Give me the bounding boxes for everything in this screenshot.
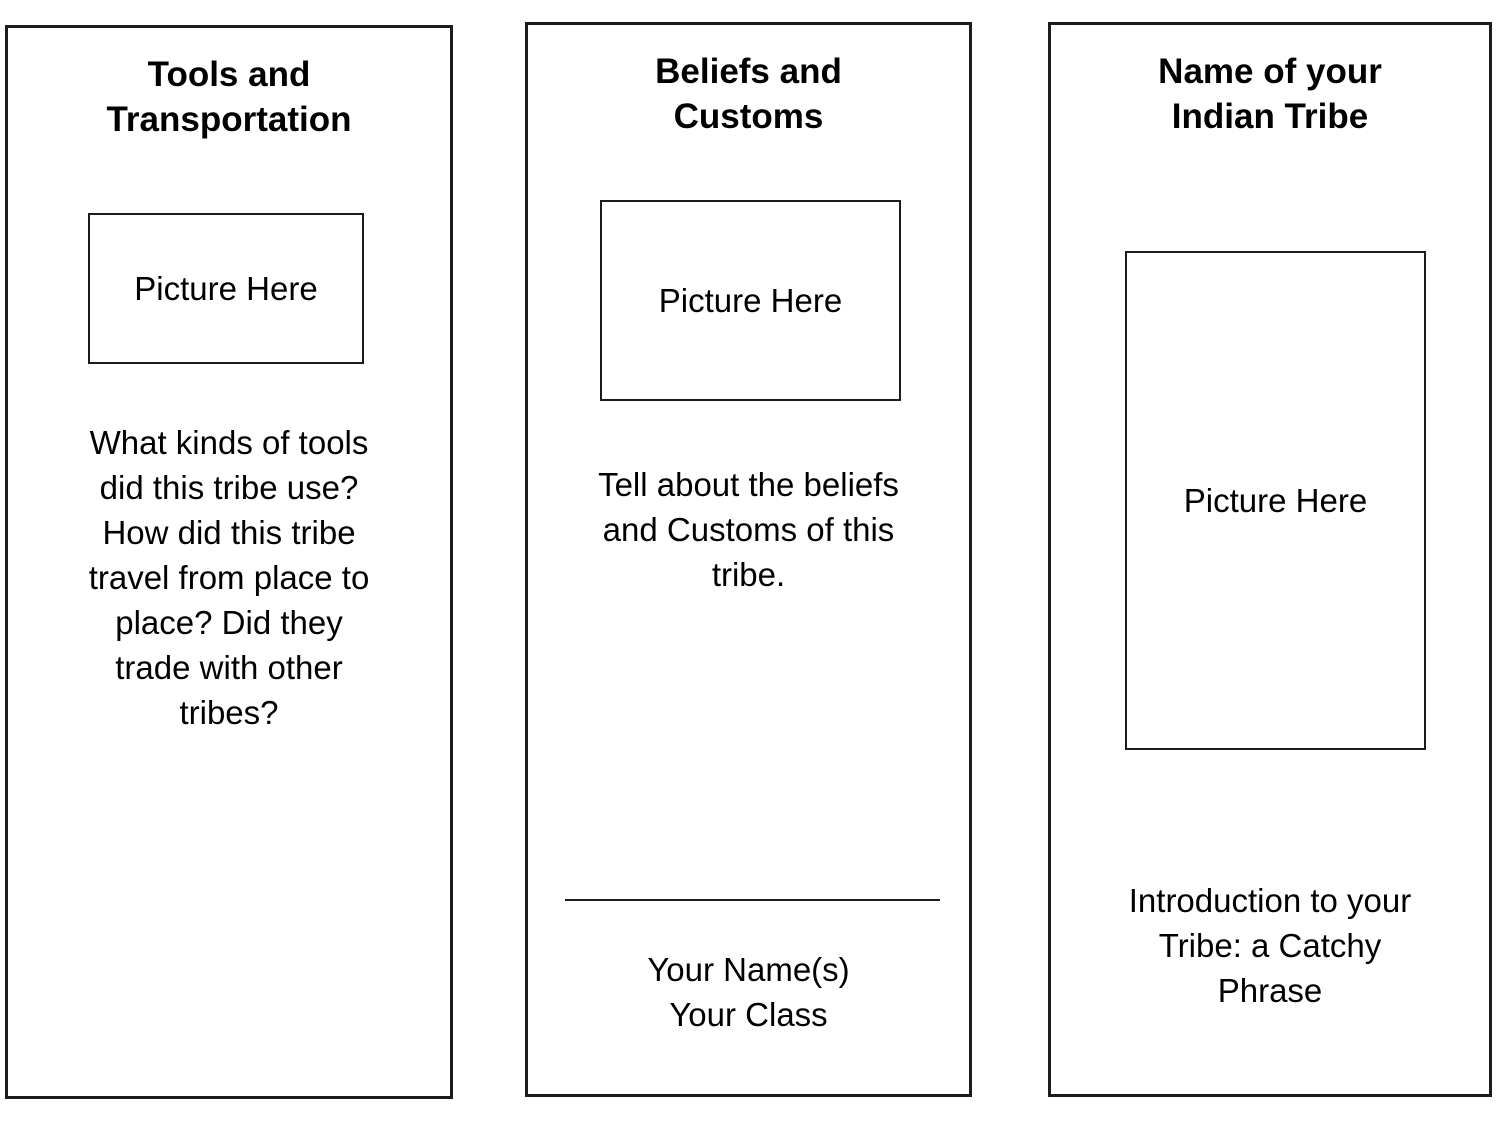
picture-placeholder-label: Picture Here xyxy=(1183,481,1368,519)
panel-beliefs-customs: Beliefs and Customs Picture Here Tell ab… xyxy=(525,22,972,1097)
panel-title-tools-transportation: Tools and Transportation xyxy=(106,55,352,139)
name-class-placeholder: Your Name(s) Your Class xyxy=(647,951,850,1033)
picture-placeholder-label: Picture Here xyxy=(658,281,843,319)
picture-placeholder-label: Picture Here xyxy=(134,269,318,307)
panel-title-tribe-name: Name of your Indian Tribe xyxy=(1158,52,1382,136)
signature-line xyxy=(565,899,940,901)
tools-transportation-prompt-text: What kinds of tools did this tribe use? … xyxy=(88,424,370,731)
panel-tribe-name: Name of your Indian Tribe Picture Here I… xyxy=(1048,22,1492,1097)
picture-placeholder-box[interactable]: Picture Here xyxy=(88,213,364,364)
tribe-intro-prompt-text: Introduction to your Tribe: a Catchy Phr… xyxy=(1128,882,1412,1009)
beliefs-customs-prompt-text: Tell about the beliefs and Customs of th… xyxy=(598,466,899,593)
picture-placeholder-box[interactable]: Picture Here xyxy=(1125,251,1426,750)
picture-placeholder-box[interactable]: Picture Here xyxy=(600,200,901,401)
panel-title-beliefs-customs: Beliefs and Customs xyxy=(655,52,842,136)
panel-tools-transportation: Tools and Transportation Picture Here Wh… xyxy=(5,25,453,1099)
